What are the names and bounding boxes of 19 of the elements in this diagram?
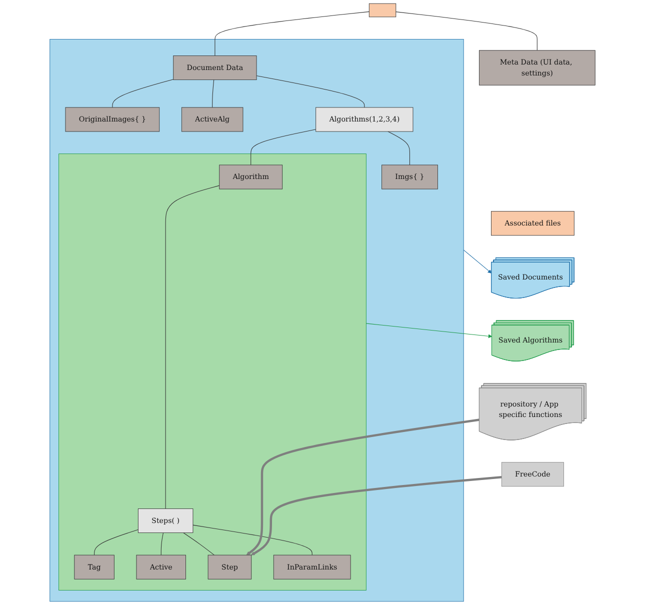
arrow	[366, 323, 492, 338]
connector	[112, 79, 174, 108]
connector	[396, 12, 538, 51]
connector	[183, 532, 214, 556]
connector	[165, 185, 220, 509]
cluster	[58, 154, 366, 590]
cluster	[50, 39, 464, 602]
connector	[192, 524, 312, 556]
connector	[94, 529, 138, 556]
arrow	[246, 418, 480, 556]
connector	[256, 75, 365, 108]
arrow	[250, 476, 502, 556]
connector	[250, 129, 316, 166]
arrow	[463, 250, 492, 274]
connector	[214, 11, 370, 56]
connector	[160, 532, 164, 556]
connector	[388, 131, 410, 166]
node-box	[368, 3, 396, 18]
connector	[212, 80, 214, 108]
